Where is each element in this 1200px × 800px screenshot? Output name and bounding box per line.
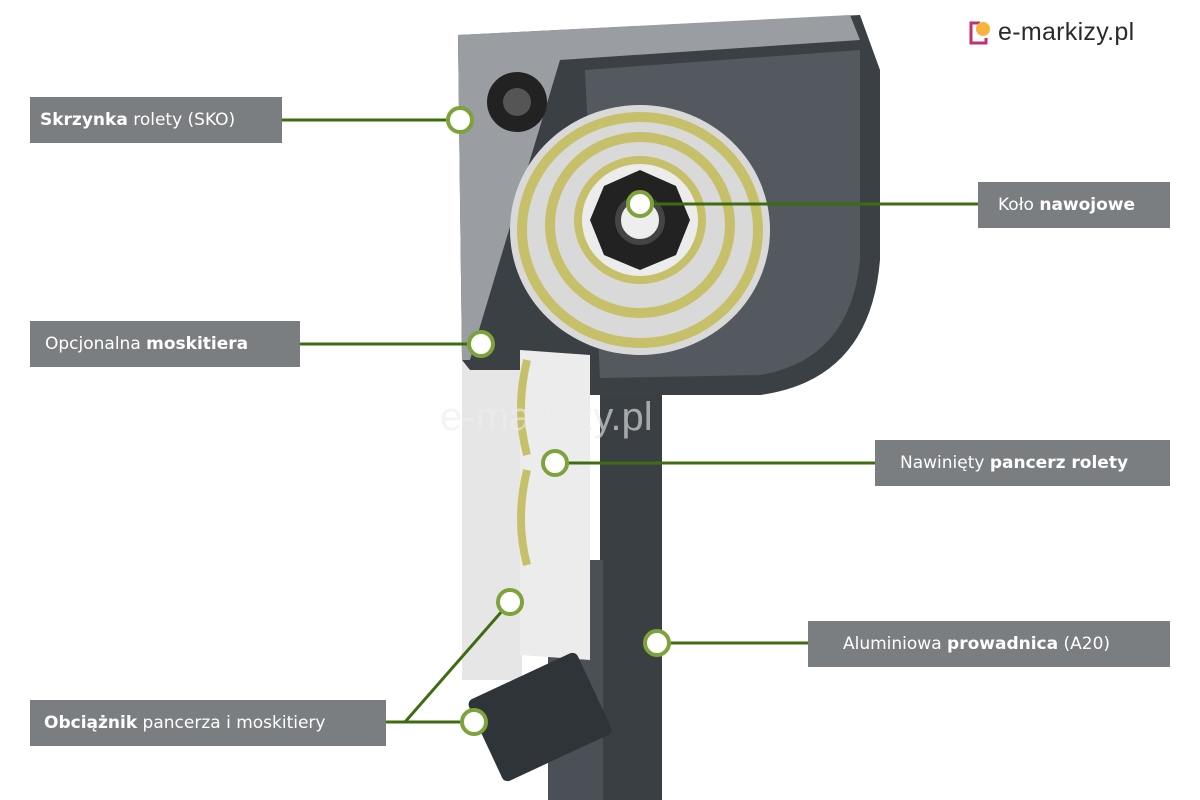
label-text: Opcjonalna bbox=[45, 334, 147, 354]
label-bold: pancerz rolety bbox=[989, 453, 1129, 473]
label-bold: Skrzynka bbox=[40, 110, 128, 130]
brand-logo: e-markizy.pl bbox=[968, 18, 1135, 47]
mosquito-net bbox=[462, 360, 522, 680]
label-bold: prowadnica bbox=[947, 634, 1059, 654]
label-bold: moskitiera bbox=[146, 334, 249, 354]
marker-dot-moskitiera bbox=[467, 330, 495, 358]
leader-lines bbox=[282, 118, 978, 724]
label-pancerz-rolety: Nawinięty pancerz rolety bbox=[875, 440, 1170, 486]
marker-dot-obciaznik-1 bbox=[496, 588, 524, 616]
marker-dot-obciaznik-2 bbox=[460, 708, 488, 736]
svg-text:e-markizy.pl: e-markizy.pl bbox=[440, 395, 653, 439]
label-text: Koło bbox=[998, 195, 1040, 215]
label-bold: nawojowe bbox=[1039, 195, 1136, 215]
bottom-bar bbox=[468, 652, 612, 782]
label-text: rolety (SKO) bbox=[127, 110, 236, 130]
label-text: pancerza i moskitiery bbox=[137, 713, 326, 733]
label-aluminiowa-prowadnica: Aluminiowa prowadnica (A20) bbox=[808, 621, 1170, 667]
marker-dot-kolo bbox=[626, 190, 654, 218]
label-text: (A20) bbox=[1058, 634, 1111, 654]
label-opcjonalna-moskitiera: Opcjonalna moskitiera bbox=[30, 321, 300, 367]
label-text: Aluminiowa bbox=[843, 634, 948, 654]
marker-dot-skrzynka bbox=[446, 106, 474, 134]
logo-icon bbox=[969, 21, 990, 44]
label-skrzynka-rolety: Skrzynka rolety (SKO) bbox=[30, 97, 282, 143]
marker-dot-pancerz bbox=[541, 449, 569, 477]
guide-rail bbox=[600, 390, 662, 800]
label-text: Nawinięty bbox=[900, 453, 990, 473]
logo-text: e-markizy.pl bbox=[998, 18, 1135, 46]
label-kolo-nawojowe: Koło nawojowe bbox=[978, 182, 1170, 228]
label-bold: Obciążnik bbox=[44, 713, 138, 733]
marker-dot-prowadnica bbox=[643, 629, 671, 657]
curtain-slats bbox=[520, 350, 590, 660]
label-obciaznik: Obciążnik pancerza i moskitiery bbox=[30, 700, 386, 746]
